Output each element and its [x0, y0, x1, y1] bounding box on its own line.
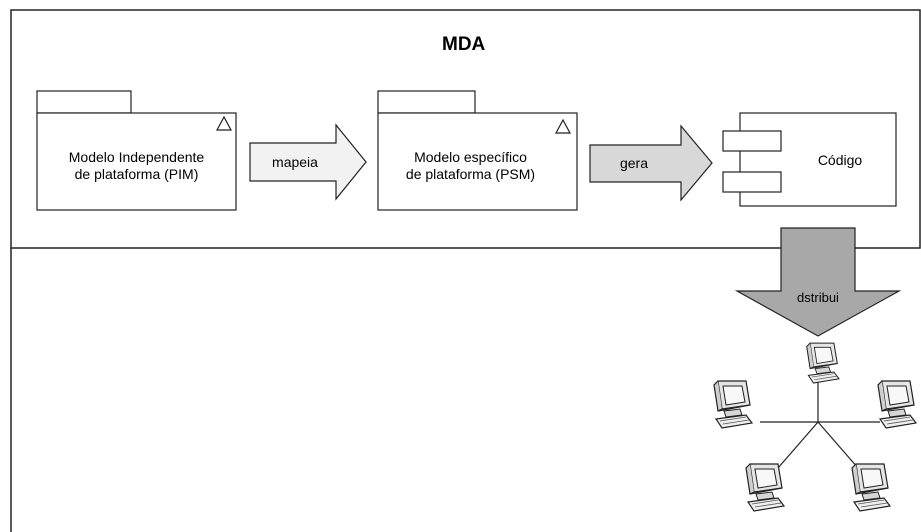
pim-label-line1: Modelo Independente — [68, 149, 205, 165]
generates-arrow-label: gera — [619, 155, 649, 171]
psm-label: Modelo específico de plataforma (PSM) — [378, 149, 563, 183]
maps-arrow-label: mapeia — [272, 154, 318, 170]
maps-arrow — [249, 123, 367, 201]
pim-package — [36, 90, 237, 211]
pim-triangle-icon — [215, 115, 233, 131]
psm-label-line2: de plataforma (PSM) — [405, 166, 536, 182]
psm-triangle-icon — [554, 118, 572, 134]
network-lines — [760, 378, 880, 469]
distributes-arrow — [734, 227, 902, 337]
pim-label: Modelo Independente de plataforma (PIM) — [37, 149, 236, 183]
computer-icon — [851, 463, 891, 512]
computer-icon — [713, 380, 753, 429]
code-label: Código — [817, 152, 863, 168]
psm-label-line1: Modelo específico — [414, 149, 527, 165]
code-component — [722, 112, 897, 207]
pim-label-line2: de plataforma (PIM) — [74, 166, 199, 182]
computer-icon — [745, 463, 785, 512]
computer-icon — [806, 342, 840, 384]
diagram-title: MDA — [442, 34, 486, 55]
computer-icon — [877, 380, 917, 429]
generates-arrow — [589, 124, 713, 202]
distributes-arrow-label: dstribui — [797, 290, 839, 305]
psm-package — [377, 90, 578, 211]
